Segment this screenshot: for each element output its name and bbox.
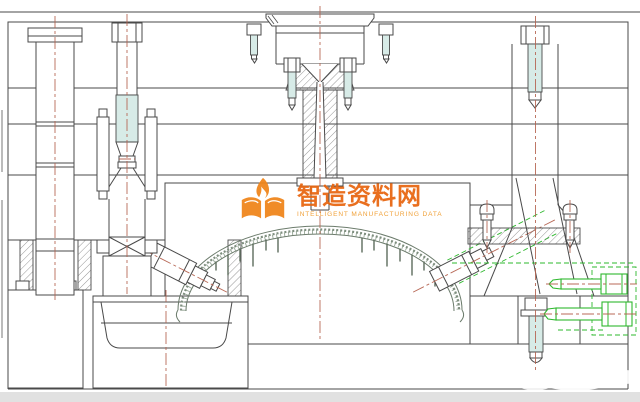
bushing-bolt-left xyxy=(283,57,301,111)
bushing-bolt-right xyxy=(339,57,357,111)
socket-bolt-bottom xyxy=(520,297,552,363)
stop-pin-left xyxy=(479,200,495,253)
phantom-screws xyxy=(452,262,637,336)
centerlines xyxy=(54,6,638,386)
eraser-smudge xyxy=(515,370,640,390)
dome-hanging-pins xyxy=(204,237,436,287)
stop-pin-right xyxy=(562,200,578,253)
ring-bolt-left xyxy=(246,23,262,64)
wedge-slide-assembly xyxy=(467,25,595,363)
socket-bolt-top-right xyxy=(520,25,550,109)
slide-lifter-left xyxy=(141,242,229,294)
ring-bolt-right xyxy=(378,23,394,64)
